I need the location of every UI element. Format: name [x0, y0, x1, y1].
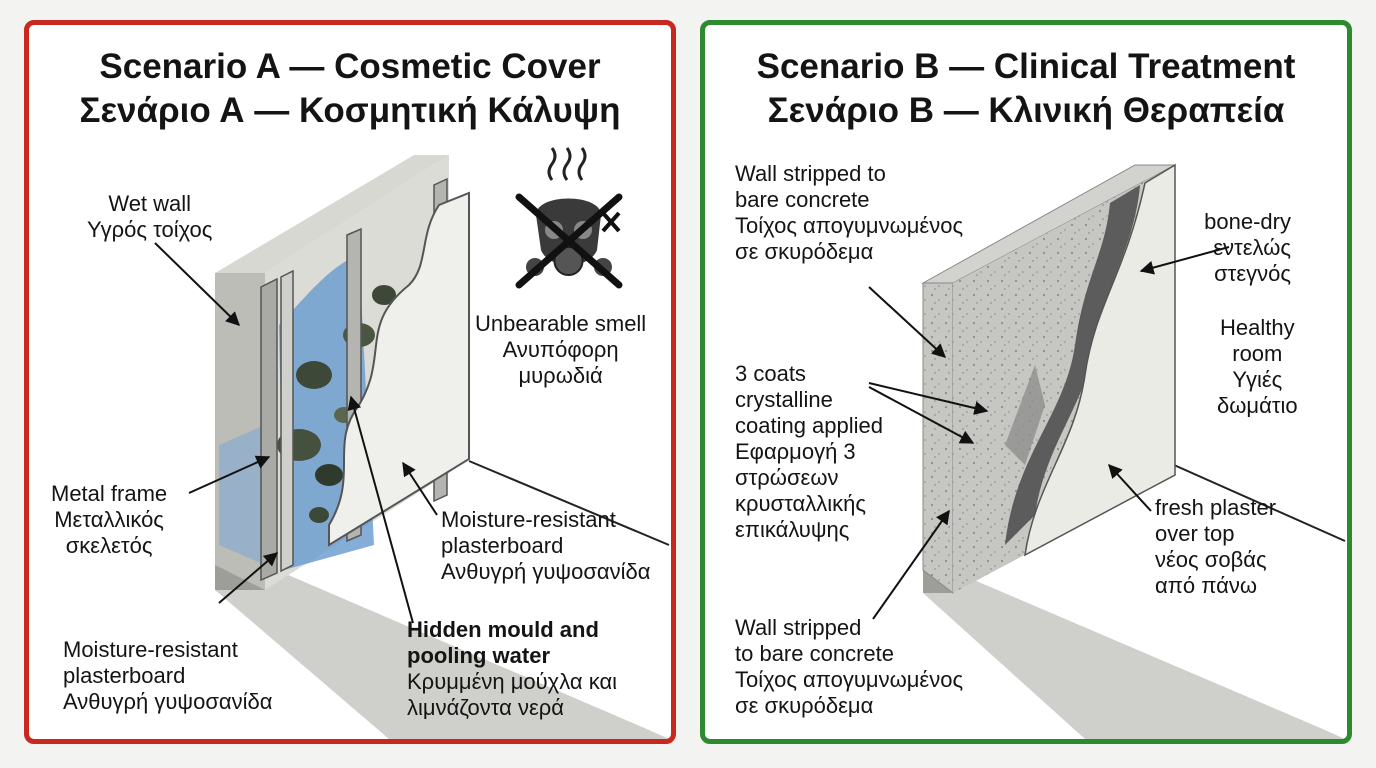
- scenario-b-panel: Scenario B — Clinical Treatment Σενάριο …: [700, 20, 1352, 744]
- label-healthy-room: Healthy room Υγιές δωμάτιο: [1217, 315, 1298, 418]
- mask-smell-crossed-icon: [515, 147, 623, 289]
- scenario-b-title-el: Σενάριο Β — Κλινική Θεραπεία: [767, 91, 1285, 130]
- clinical-treatment-wall-diagram: [868, 163, 1346, 739]
- scenario-b-title-en: Scenario B — Clinical Treatment: [756, 47, 1296, 86]
- label-unbearable-smell: Unbearable smell Ανυπόφορη μυρωδιά: [475, 311, 647, 388]
- floor-slab: [215, 565, 669, 739]
- label-fresh-plaster: fresh plaster over top νέος σοβάς από πά…: [1155, 495, 1277, 598]
- scenario-a-title-en: Scenario A — Cosmetic Cover: [99, 47, 601, 86]
- label-hidden-mould: Hidden mould and pooling water Κρυμμένη …: [407, 617, 618, 720]
- cosmetic-cover-wall-diagram: [154, 147, 670, 739]
- floor-slab-b: [923, 571, 1345, 739]
- label-metal-frame: Metal frame Μεταλλικός σκελετός: [51, 481, 168, 558]
- wet-wall-top: [215, 155, 449, 273]
- label-wet-wall: Wet wall Υγρός τοίχος: [87, 191, 213, 242]
- fresh-plaster: [1024, 163, 1176, 557]
- label-wall-stripped-bottom: Wall stripped to bare concrete Τοίχος απ…: [735, 615, 964, 718]
- crystalline-coating: [1005, 185, 1140, 545]
- label-bone-dry: bone-dry εντελώς στεγνός: [1204, 209, 1291, 286]
- scenario-a-panel: Scenario A — Cosmetic Cover Σενάριο Α — …: [24, 20, 676, 744]
- label-plasterboard-bottom: Moisture-resistant plasterboard Ανθυγρή …: [63, 637, 273, 714]
- scenario-a-title-el: Σενάριο Α — Κοσμητική Κάλυψη: [79, 91, 621, 130]
- label-plasterboard-right: Moisture-resistant plasterboard Ανθυγρή …: [441, 507, 651, 584]
- label-wall-stripped-top: Wall stripped to bare concrete Τοίχος απ…: [735, 161, 964, 264]
- moisture-resistant-plasterboard: [328, 191, 470, 547]
- label-crystalline-coats: 3 coats crystalline coating applied Εφαρ…: [735, 361, 884, 542]
- bare-concrete-wall-side: [922, 282, 954, 595]
